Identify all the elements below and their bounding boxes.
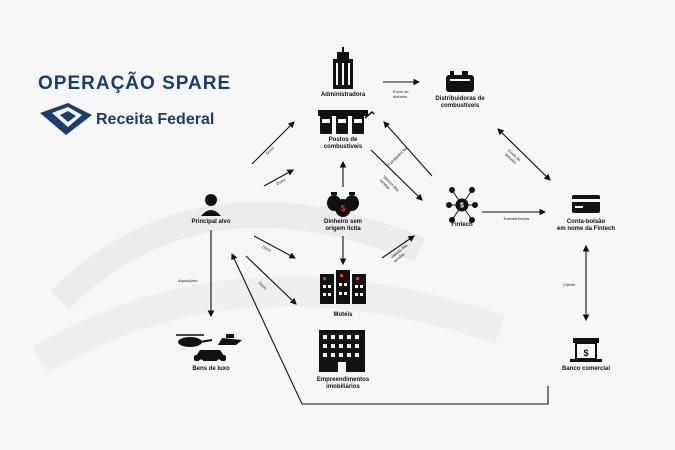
edge-principal-admin (251, 121, 295, 165)
edge-principal-moteis (253, 235, 296, 259)
node-fintech: Fintech (451, 222, 473, 228)
edge-principal-empreendimentos (245, 255, 297, 305)
edge-fintech-admin (383, 121, 433, 177)
real-estate-icon (319, 330, 365, 372)
node-principal-alvo: Principal alvo (191, 219, 231, 225)
money-bags-icon: $ (327, 192, 359, 217)
fuel-pump-icon (318, 110, 375, 134)
edge-moteis-fintech (381, 235, 415, 259)
operation-title: OPERAÇÃO SPARE (38, 73, 232, 94)
bank-icon (570, 338, 602, 362)
edge-banco-principal (231, 253, 549, 405)
edge-label-cliente: Cliente (563, 282, 576, 287)
luxury-goods-icon (176, 334, 242, 365)
fintech-dollar-glyph: $ (460, 203, 464, 210)
card-icon (572, 195, 600, 213)
edge-postos-fintech (370, 149, 423, 201)
brand-name: Receita Federal (96, 111, 215, 128)
person-icon (201, 194, 221, 216)
bank-dollar-glyph: $ (583, 348, 588, 358)
fuel-tank-icon (446, 71, 474, 92)
node-moteis: Motéis (333, 312, 353, 318)
fintech-network-icon (446, 187, 478, 223)
node-bens-de-luxo: Bens de luxo (192, 366, 230, 372)
edge-label-aquisicoes: Aquisições (178, 278, 198, 283)
node-banco-comercial: Banco comercial (561, 366, 611, 372)
edge-label-transferencias-conta: Transferências (503, 216, 530, 221)
edge-distribuidoras-conta (497, 128, 551, 181)
motel-icon (320, 270, 366, 304)
edge-principal-postos (263, 169, 294, 187)
svg-text:$: $ (341, 204, 346, 213)
node-administradora: Administradora (320, 92, 366, 98)
building-icon (333, 47, 353, 89)
receita-federal-logo (40, 103, 92, 135)
